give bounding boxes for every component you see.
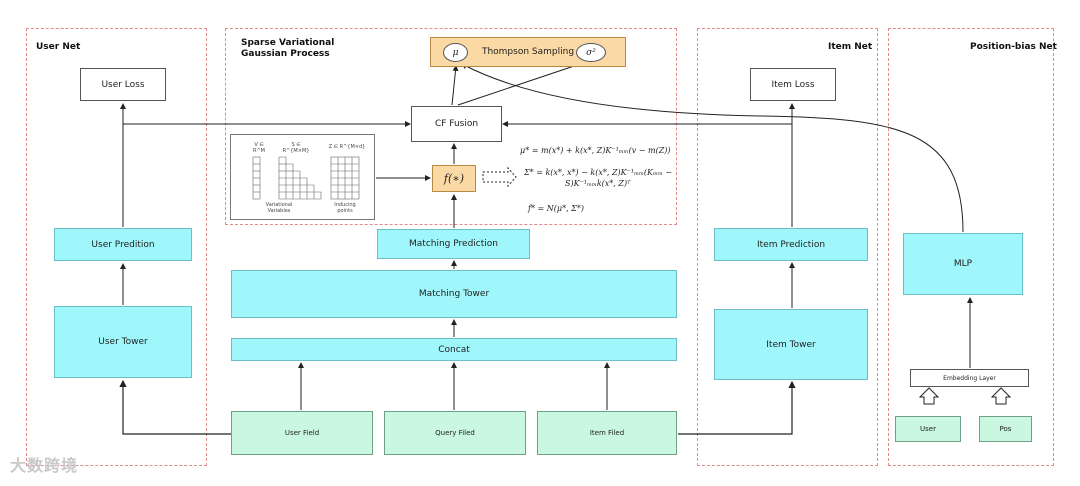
variational-figure: V ∈ R^M S ∈ R^{M×M} Z ∈ R^{M×d} Variatio… [230,134,375,220]
watermark: 大数跨境 [10,458,79,475]
sigma-star-equation-2: S)K⁻¹ₘₘk(x*, Z)ᵀ [565,179,631,188]
mu-node: μ [443,43,468,62]
matrix-grids [252,156,360,200]
user-net-panel [26,28,207,466]
matching-tower-box: Matching Tower [231,270,677,318]
user-net-title: User Net [36,42,81,52]
svgp-panel [225,28,677,225]
sigma-star-equation-1: Σ* = k(x*, x*) − k(x*, Z)K⁻¹ₘₘ(Kₘₘ − [524,168,673,177]
user-tower-box: User Tower [54,306,192,378]
item-filed-box: Item Filed [537,411,677,455]
user-predition-box: User Predition [54,228,192,261]
mlp-box: MLP [903,233,1023,295]
s-label: S ∈ R^{M×M} [282,142,310,154]
user-field-box: User Field [231,411,373,455]
inducing-label: Inducing points [334,202,356,214]
z-label: Z ∈ R^{M×d} [328,144,366,150]
svgp-title: Sparse Variational Gaussian Process [241,38,335,60]
item-net-panel [697,28,878,466]
embedding-layer-box: Embedding Layer [910,369,1029,387]
f-star-box: f(∗) [432,165,476,192]
item-tower-box: Item Tower [714,309,868,380]
f-star-equation: f* = N(μ*, Σ*) [528,204,584,213]
cf-fusion-box: CF Fusion [411,106,502,142]
v-label: V ∈ R^M [253,142,265,154]
variational-label: Variational Variables [265,202,293,214]
pos-input-box: Pos [979,416,1032,442]
concat-box: Concat [231,338,677,361]
query-filed-box: Query Filed [384,411,526,455]
position-net-panel [888,28,1054,466]
mu-star-equation: μ* = m(x*) + k(x*, Z)K⁻¹ₘₘ(v − m(Z)) [520,146,671,155]
position-net-title: Position-bias Net [970,42,1057,52]
item-loss-box: Item Loss [750,68,836,101]
item-prediction-box: Item Prediction [714,228,868,261]
matching-prediction-box: Matching Prediction [377,229,530,259]
thompson-sampling-label: Thompson Sampling [481,47,575,57]
user-input-box: User [895,416,961,442]
sigma-node: σ² [576,43,606,62]
user-loss-box: User Loss [80,68,166,101]
item-net-title: Item Net [828,42,873,52]
